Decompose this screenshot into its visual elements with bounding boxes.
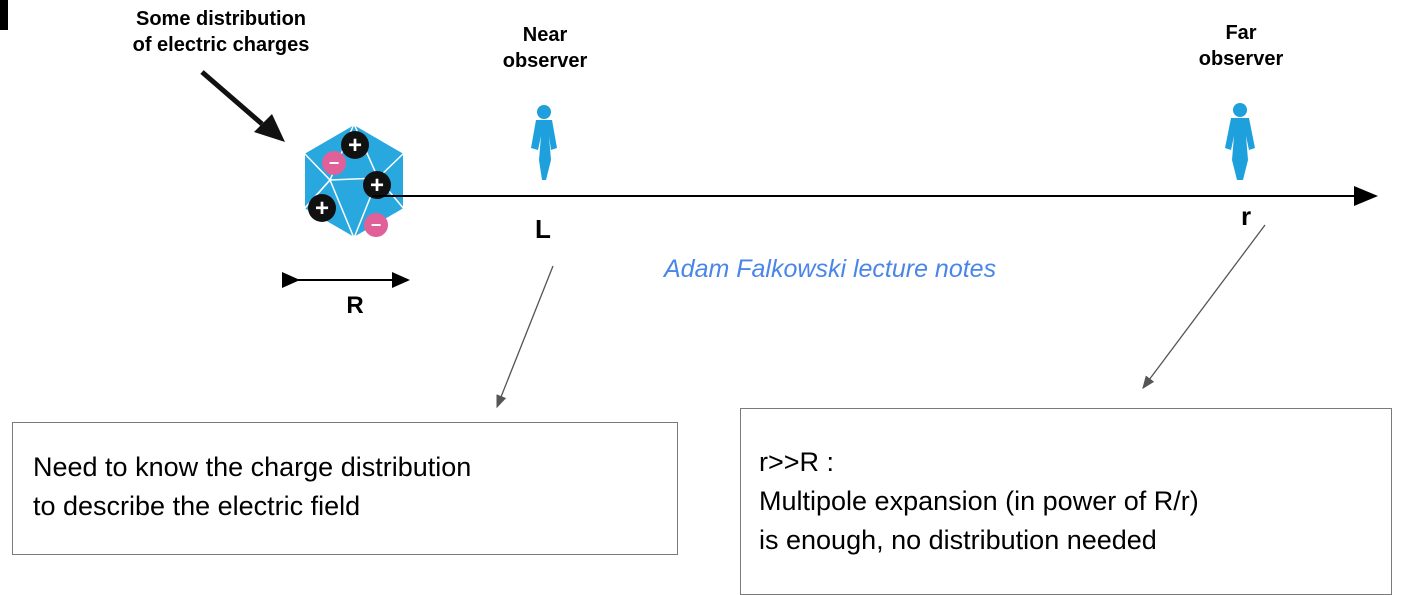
near-observer-label: Near observer bbox=[490, 22, 600, 74]
far-observer-label: Far observer bbox=[1186, 20, 1296, 72]
far-pointer-line bbox=[1142, 224, 1266, 390]
far-observer-note-line1: r>>R : bbox=[759, 447, 835, 477]
credit-text: Adam Falkowski lecture notes bbox=[664, 255, 997, 283]
far-observer-note: r>>R : Multipole expansion (in power of … bbox=[740, 408, 1392, 595]
far-position-label: r bbox=[1240, 201, 1252, 231]
near-observer-label-line1: Near bbox=[522, 24, 568, 46]
far-observer-figure bbox=[1225, 103, 1255, 180]
positive-charge: + bbox=[341, 131, 369, 159]
size-label: R bbox=[346, 292, 364, 319]
far-observer-note-line2: Multipole expansion (in power of R/r) bbox=[759, 486, 1199, 517]
pointer-arrow-to-charges bbox=[200, 70, 285, 142]
svg-text:+: + bbox=[348, 132, 362, 159]
near-observer-note-line1: Need to know the charge distribution bbox=[33, 452, 472, 482]
near-observer-note-line2: to describe the electric field bbox=[33, 491, 361, 522]
far-observer-note-line3: is enough, no distribution needed bbox=[759, 525, 1157, 556]
positive-charge: + bbox=[308, 194, 336, 222]
negative-charge: − bbox=[322, 151, 346, 175]
charge-distribution-label-line2: of electric charges bbox=[132, 34, 310, 56]
svg-text:−: − bbox=[371, 215, 382, 235]
near-observer-figure bbox=[531, 105, 557, 180]
svg-text:−: − bbox=[329, 153, 340, 173]
near-observer-note: Need to know the charge distribution to … bbox=[12, 422, 678, 555]
negative-charge: − bbox=[364, 213, 388, 237]
far-observer-label-line2: observer bbox=[1198, 48, 1284, 70]
charge-distribution-label-line1: Some distribution bbox=[136, 8, 306, 30]
svg-text:+: + bbox=[315, 195, 329, 222]
near-observer-label-line2: observer bbox=[502, 50, 588, 72]
charge-distribution-label: Some distribution of electric charges bbox=[96, 6, 346, 58]
near-pointer-line bbox=[496, 265, 554, 409]
far-observer-label-line1: Far bbox=[1225, 22, 1257, 44]
positive-charge: + bbox=[363, 171, 391, 199]
corner-mark bbox=[0, 0, 8, 30]
svg-text:+: + bbox=[370, 172, 384, 199]
charge-distribution: − − + + + bbox=[303, 122, 405, 240]
near-position-label: L bbox=[535, 214, 551, 244]
